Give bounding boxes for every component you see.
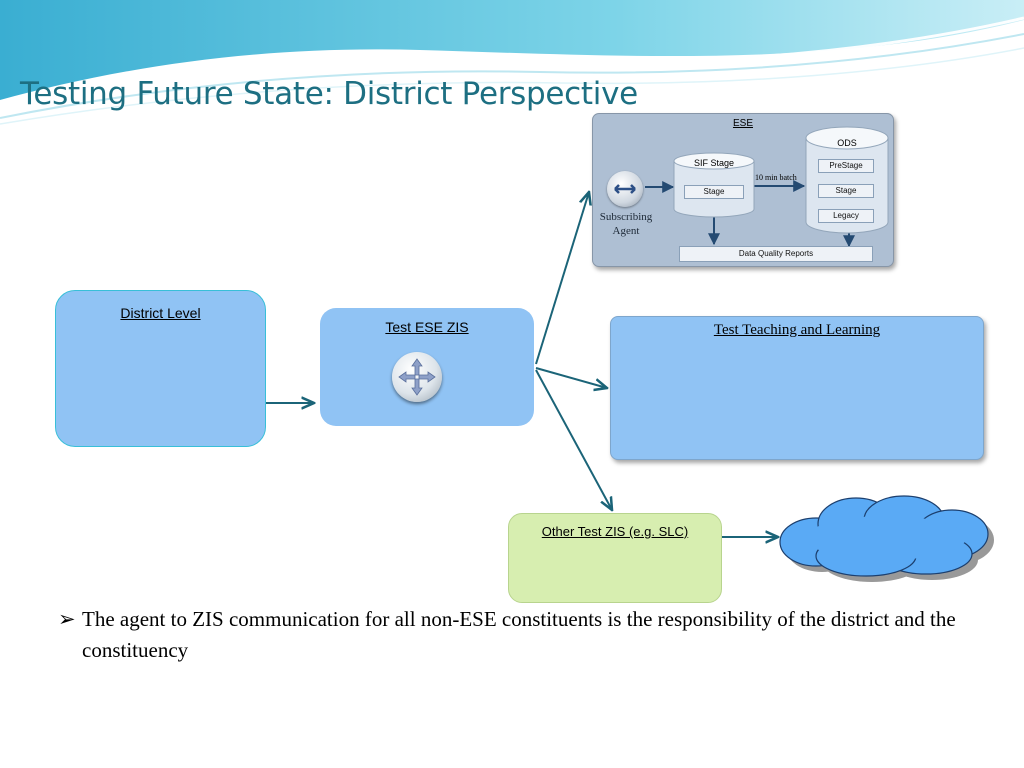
arrow-test-ese-to-ese bbox=[535, 192, 589, 365]
sif-stage-stage-box: Stage bbox=[684, 185, 744, 199]
arrow-test-ese-to-ttl bbox=[535, 367, 607, 388]
ods-cylinder: ODS PreStage Stage Legacy bbox=[805, 126, 889, 234]
cloud-shape bbox=[779, 495, 994, 582]
subscribing-agent-icon bbox=[607, 171, 643, 207]
bullet-text: The agent to ZIS communication for all n… bbox=[82, 607, 956, 662]
subscribing-agent-label: Subscribing Agent bbox=[599, 211, 653, 237]
sif-stage-label: SIF Stage bbox=[693, 158, 735, 168]
test-teaching-learning-box: Test Teaching and Learning bbox=[610, 316, 984, 460]
header-wave-decoration bbox=[0, 0, 1024, 125]
district-level-label: District Level bbox=[120, 305, 201, 321]
test-ese-zis-label: Test ESE ZIS bbox=[385, 319, 469, 335]
bullet-point: ➢ The agent to ZIS communication for all… bbox=[58, 604, 988, 666]
other-test-zis-box: Other Test ZIS (e.g. SLC) bbox=[508, 513, 722, 603]
sif-stage-cylinder: SIF Stage Stage bbox=[673, 152, 755, 218]
data-quality-reports-box: Data Quality Reports bbox=[679, 246, 873, 262]
ods-legacy-box: Legacy bbox=[818, 209, 874, 223]
ods-stage-box: Stage bbox=[818, 184, 874, 198]
other-test-zis-label: Other Test ZIS (e.g. SLC) bbox=[541, 524, 689, 539]
district-level-box: District Level bbox=[55, 290, 266, 447]
slide-title: Testing Future State: District Perspecti… bbox=[20, 76, 638, 112]
ese-title: ESE bbox=[732, 118, 753, 129]
test-teaching-learning-label: Test Teaching and Learning bbox=[713, 322, 881, 338]
ese-diagram: ESE SIF Stage Stage bbox=[592, 113, 894, 267]
bullet-arrow-icon: ➢ bbox=[58, 607, 76, 631]
arrow-test-ese-to-other bbox=[535, 369, 612, 510]
ods-prestage-box: PreStage bbox=[818, 159, 874, 173]
batch-label: 10 min batch bbox=[755, 173, 797, 182]
router-icon bbox=[392, 352, 442, 402]
ods-label: ODS bbox=[837, 138, 857, 148]
